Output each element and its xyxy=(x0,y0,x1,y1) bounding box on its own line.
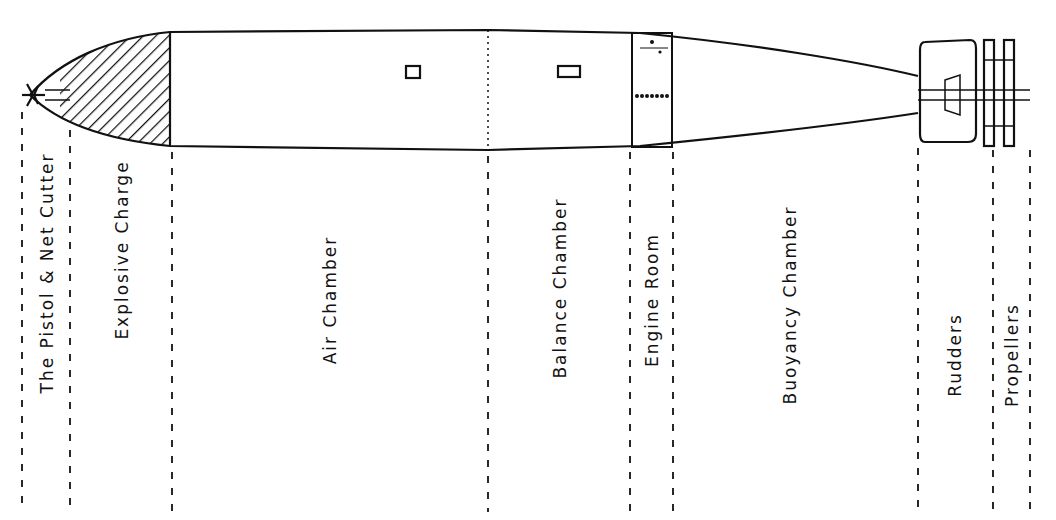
part-label: Engine Room xyxy=(642,233,662,367)
part-label: Explosive Charge xyxy=(112,160,132,339)
part-label: Propellers xyxy=(1002,303,1022,407)
part-label: The Pistol & Net Cutter xyxy=(36,152,56,393)
part-label: Balance Chamber xyxy=(550,197,570,378)
part-label: Air Chamber xyxy=(320,236,340,365)
part-label: Rudders xyxy=(945,313,965,397)
part-label: Buoyancy Chamber xyxy=(780,206,800,405)
